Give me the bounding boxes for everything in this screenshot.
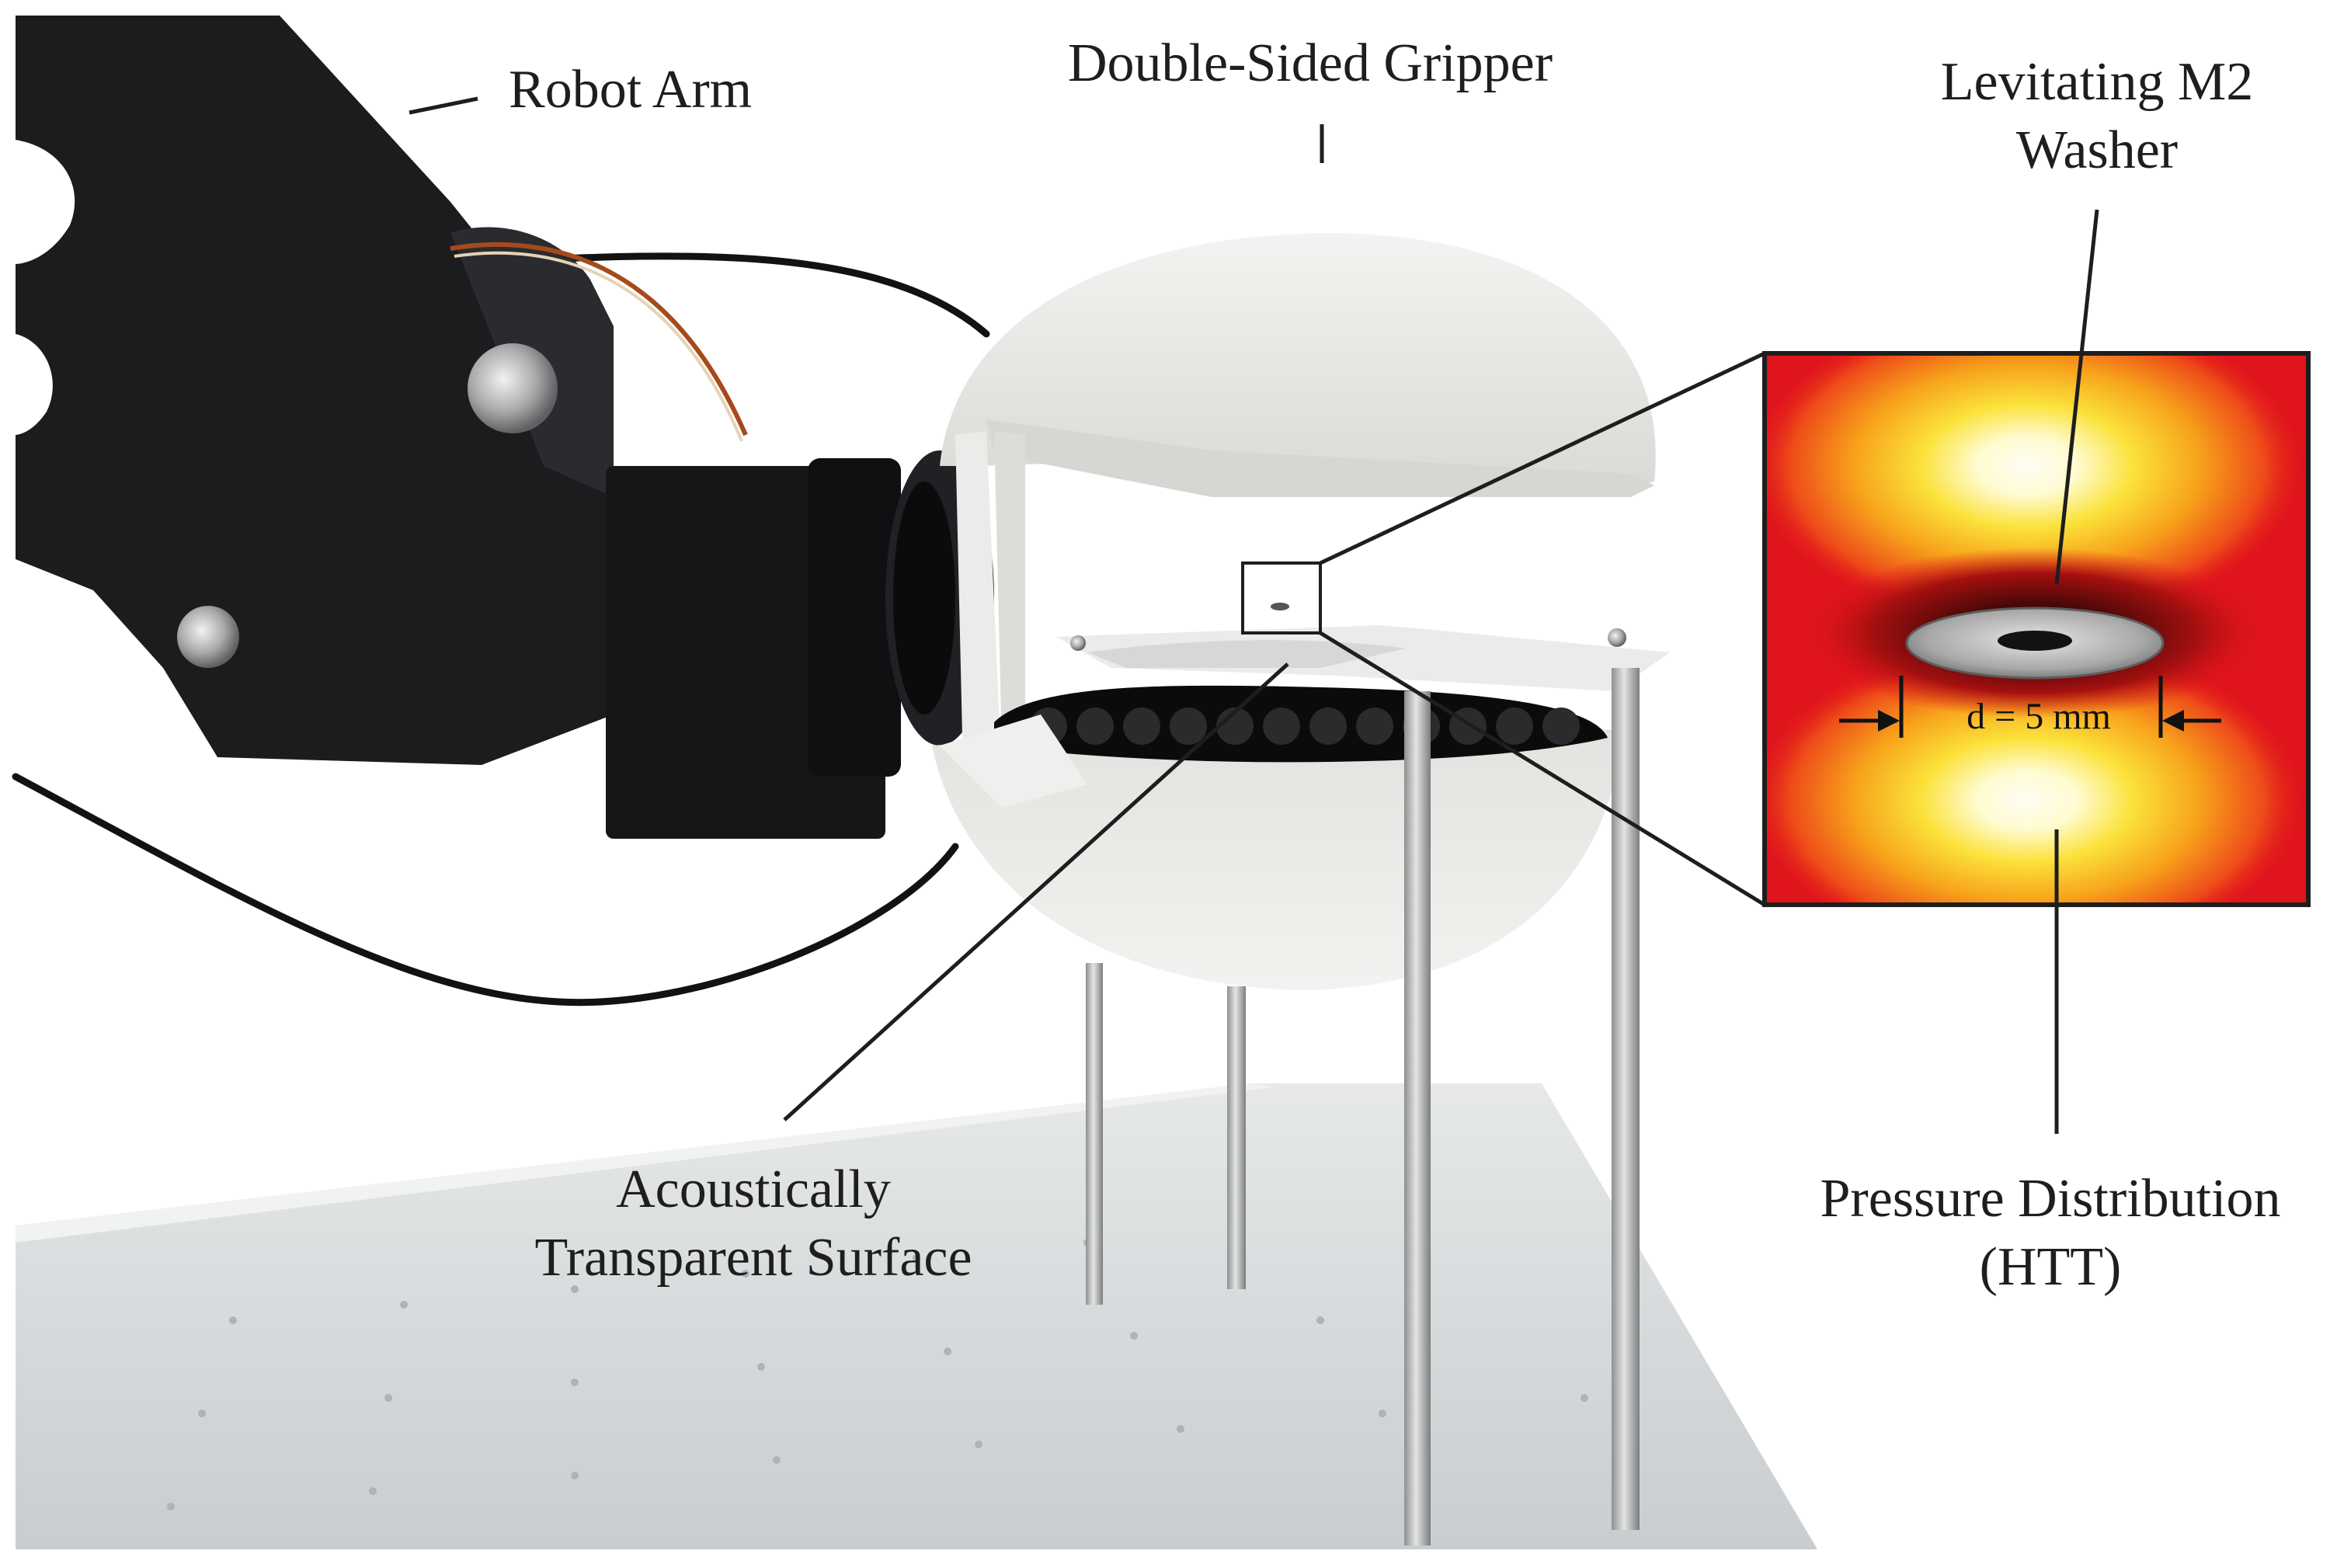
zoom-box — [1241, 561, 1322, 635]
washer-photo — [1271, 603, 1289, 610]
robot-arm-photo — [16, 16, 994, 839]
dimension-arrow-icon — [1839, 676, 2221, 738]
surface-label-line-2: Transparent Surface — [534, 1228, 972, 1288]
support-rods-photo — [1086, 668, 1640, 1545]
pressure-heatmap — [1762, 351, 2311, 907]
robot-arm-label: Robot Arm — [509, 60, 753, 120]
surface-label-line-1: Acoustically — [616, 1159, 891, 1219]
pressure-label-line-2: (HTT) — [1979, 1237, 2122, 1297]
gripper-photo — [932, 233, 1670, 990]
table-photo — [16, 1083, 1817, 1549]
washer-label-line-2: Washer — [2015, 120, 2179, 180]
levitating-washer-icon — [1905, 607, 2165, 680]
pressure-label: Pressure Distribution (HTT) — [1786, 1165, 2314, 1302]
diameter-label: d = 5 mm — [1967, 696, 2111, 737]
washer-label-line-1: Levitating M2 — [1940, 52, 2254, 112]
gripper-label: Double-Sided Gripper — [1068, 33, 1553, 93]
leader-lines — [409, 96, 2099, 1134]
washer-label: Levitating M2 Washer — [1887, 48, 2307, 185]
surface-label: Acoustically Transparent Surface — [482, 1156, 1025, 1292]
pressure-label-line-1: Pressure Distribution — [1820, 1169, 2281, 1229]
